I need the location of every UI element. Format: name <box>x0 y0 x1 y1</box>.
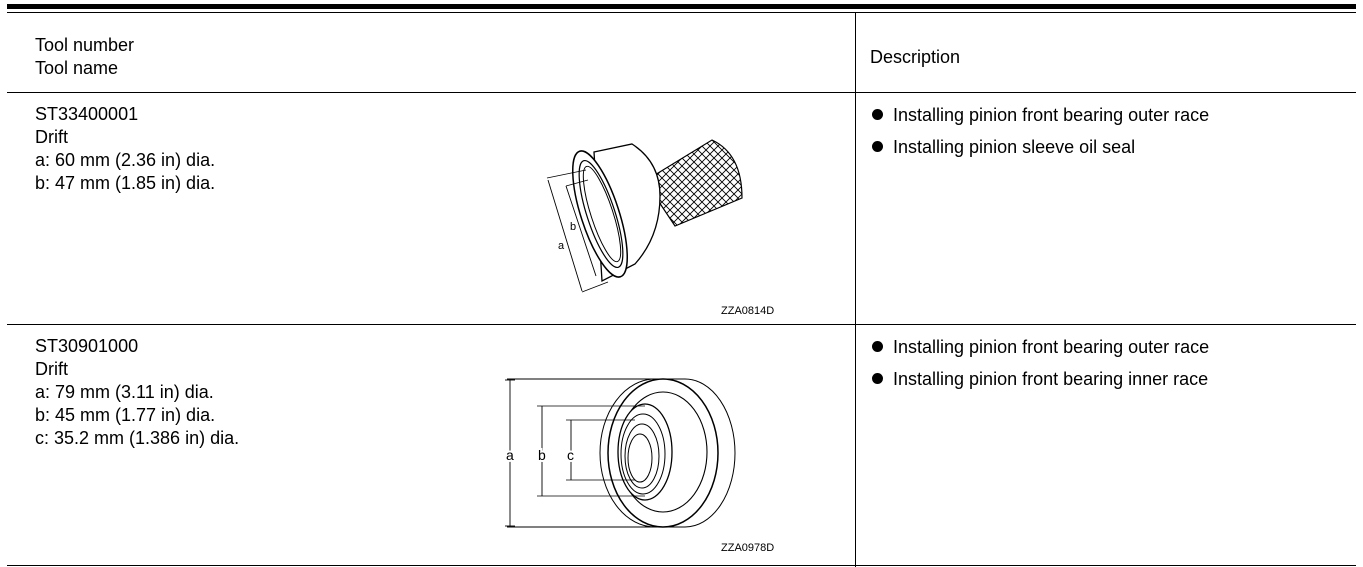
bottom-rule <box>7 565 1356 566</box>
dim-label-b: b <box>570 221 576 233</box>
list-item: Installing pinion sleeve oil seal <box>872 136 1209 158</box>
bullet-icon <box>872 341 883 352</box>
row1-description-list: Installing pinion front bearing outer ra… <box>872 104 1209 168</box>
row2-tool-number: ST30901000 <box>35 336 139 356</box>
top-rule-thin <box>7 12 1356 13</box>
list-item: Installing pinion front bearing outer ra… <box>872 336 1209 358</box>
row2-desc-1: Installing pinion front bearing outer ra… <box>893 337 1210 357</box>
dim-label-a: a <box>558 240 565 252</box>
dim-label-c: c <box>567 447 574 463</box>
row1-tool-number: ST33400001 <box>35 104 139 124</box>
row1-figure-code: ZZA0814D <box>721 305 775 317</box>
list-item: Installing pinion front bearing inner ra… <box>872 368 1209 390</box>
drift-disc-illustration: a a b b c c <box>504 378 736 528</box>
header-tool-number: Tool number <box>35 35 135 55</box>
dim-label-a: a <box>506 447 514 463</box>
row2-figure-code: ZZA0978D <box>721 542 775 554</box>
bullet-icon <box>872 373 883 384</box>
row2-spec-a: a: 79 mm (3.11 in) dia. <box>35 382 214 402</box>
row1-spec-a: a: 60 mm (2.36 in) dia. <box>35 150 216 170</box>
header-description: Description <box>870 47 961 67</box>
row2-tool-name: Drift <box>35 359 68 379</box>
list-item: Installing pinion front bearing outer ra… <box>872 104 1209 126</box>
row2-spec-b: b: 45 mm (1.77 in) dia. <box>35 405 216 425</box>
header-divider <box>7 92 1356 93</box>
row2-spec-c: c: 35.2 mm (1.386 in) dia. <box>35 428 240 448</box>
row-divider <box>7 324 1356 325</box>
row2-description-list: Installing pinion front bearing outer ra… <box>872 336 1209 400</box>
row1-desc-1: Installing pinion front bearing outer ra… <box>893 105 1210 125</box>
bullet-icon <box>872 109 883 120</box>
svg-text:c: c <box>567 447 574 463</box>
row1-spec-b: b: 47 mm (1.85 in) dia. <box>35 173 216 193</box>
row1-desc-2: Installing pinion sleeve oil seal <box>893 137 1136 157</box>
svg-text:b: b <box>538 447 546 463</box>
bullet-icon <box>872 141 883 152</box>
row2-desc-2: Installing pinion front bearing inner ra… <box>893 369 1209 389</box>
drift-tool-illustration: a b <box>546 139 743 293</box>
header-tool-name: Tool name <box>35 58 119 78</box>
svg-text:a: a <box>506 447 514 463</box>
row1-tool-name: Drift <box>35 127 68 147</box>
column-divider <box>855 13 856 567</box>
dim-label-b: b <box>538 447 546 463</box>
top-rule-thick <box>7 4 1356 9</box>
